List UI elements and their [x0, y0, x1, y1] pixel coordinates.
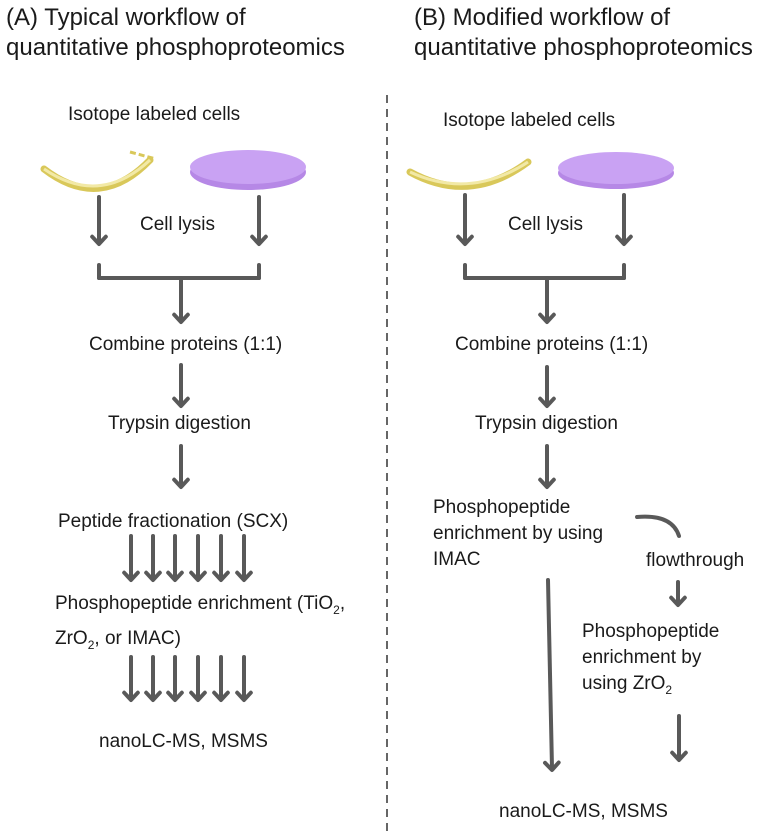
panel-a-combine-label: Combine proteins (1:1)	[89, 334, 283, 355]
flowthrough-curve	[635, 514, 681, 538]
panel-a-fractionation-label: Peptide fractionation (SCX)	[58, 511, 289, 532]
arrow-a-enrich-3-head	[166, 690, 184, 702]
arrow-b-trypsin-head	[538, 396, 556, 408]
panel-b-combine-label: Combine proteins (1:1)	[455, 334, 649, 355]
panel-b-isotope-label: Isotope labeled cells	[443, 110, 616, 131]
arrow-a-combine-head	[172, 312, 190, 324]
dish-yellow-b	[406, 158, 532, 190]
panel-b-imac-line2: enrichment by using	[433, 523, 604, 544]
panel-a-ms-label: nanoLC-MS, MSMS	[99, 731, 268, 752]
arrow-a-enrich-4-head	[189, 690, 207, 702]
arrow-b-imac-to-ms-shaft	[546, 578, 554, 770]
arrow-b-zro-to-ms-head	[670, 750, 688, 762]
arrow-a-fraction-3-head	[166, 570, 184, 582]
panel-a-lysis-label: Cell lysis	[140, 214, 215, 235]
panel-a-enrichment-line2: ZrO2, or IMAC)	[55, 628, 181, 652]
panel-b-zro-line2: enrichment by	[582, 647, 702, 668]
panel-a-enrichment-line1: Phosphopeptide enrichment (TiO2,	[55, 593, 346, 617]
panel-b-title-line2: quantitative phosphoproteomics	[414, 34, 753, 61]
panel-b-imac-line3: IMAC	[433, 549, 481, 570]
arrow-a-enrich-2-head	[144, 690, 162, 702]
arrow-b-flowthrough-head	[669, 595, 687, 607]
arrow-a-fraction-4-head	[189, 570, 207, 582]
arrow-b-combine-head	[538, 312, 556, 324]
panel-b-title-line1: (B) Modified workflow of	[414, 4, 671, 31]
arrow-a-fraction-6-head	[235, 570, 253, 582]
dish-purple-b	[558, 152, 674, 189]
arrow-a-fractionation-head	[172, 477, 190, 489]
panel-a-title-line2: quantitative phosphoproteomics	[6, 34, 345, 61]
arrow-a-lysis-left-head	[90, 234, 108, 246]
panel-a-isotope-label: Isotope labeled cells	[68, 104, 241, 125]
arrow-a-fraction-5-head	[212, 570, 230, 582]
arrow-b-imac-to-ms-head	[543, 760, 561, 772]
arrow-a-enrich-5-head	[212, 690, 230, 702]
arrow-a-enrich-1-head	[122, 690, 140, 702]
arrow-a-fraction-2-head	[144, 570, 162, 582]
panel-b-ms-label: nanoLC-MS, MSMS	[499, 801, 668, 822]
dish-purple-a	[190, 150, 306, 190]
panel-a-title-line1: (A) Typical workflow of	[6, 4, 246, 31]
panel-b-flowthrough-label: flowthrough	[646, 550, 745, 571]
panel-b-imac-line1: Phosphopeptide	[433, 497, 571, 518]
arrow-a-enrich-6-head	[235, 690, 253, 702]
arrow-a-lysis-right-head	[250, 234, 268, 246]
panel-a-trypsin-label: Trypsin digestion	[108, 413, 251, 434]
arrow-b-lysis-left-head	[456, 234, 474, 246]
panel-b-zro-line3: using ZrO2	[582, 673, 673, 697]
arrow-a-trypsin-head	[172, 396, 190, 408]
arrow-b-lysis-right-head	[615, 234, 633, 246]
panel-b-lysis-label: Cell lysis	[508, 214, 583, 235]
panel-b-zro-line1: Phosphopeptide	[582, 621, 720, 642]
dish-yellow-a	[40, 150, 157, 192]
arrow-b-imac-head	[538, 477, 556, 489]
arrow-a-fraction-1-head	[122, 570, 140, 582]
panel-b-trypsin-label: Trypsin digestion	[475, 413, 618, 434]
